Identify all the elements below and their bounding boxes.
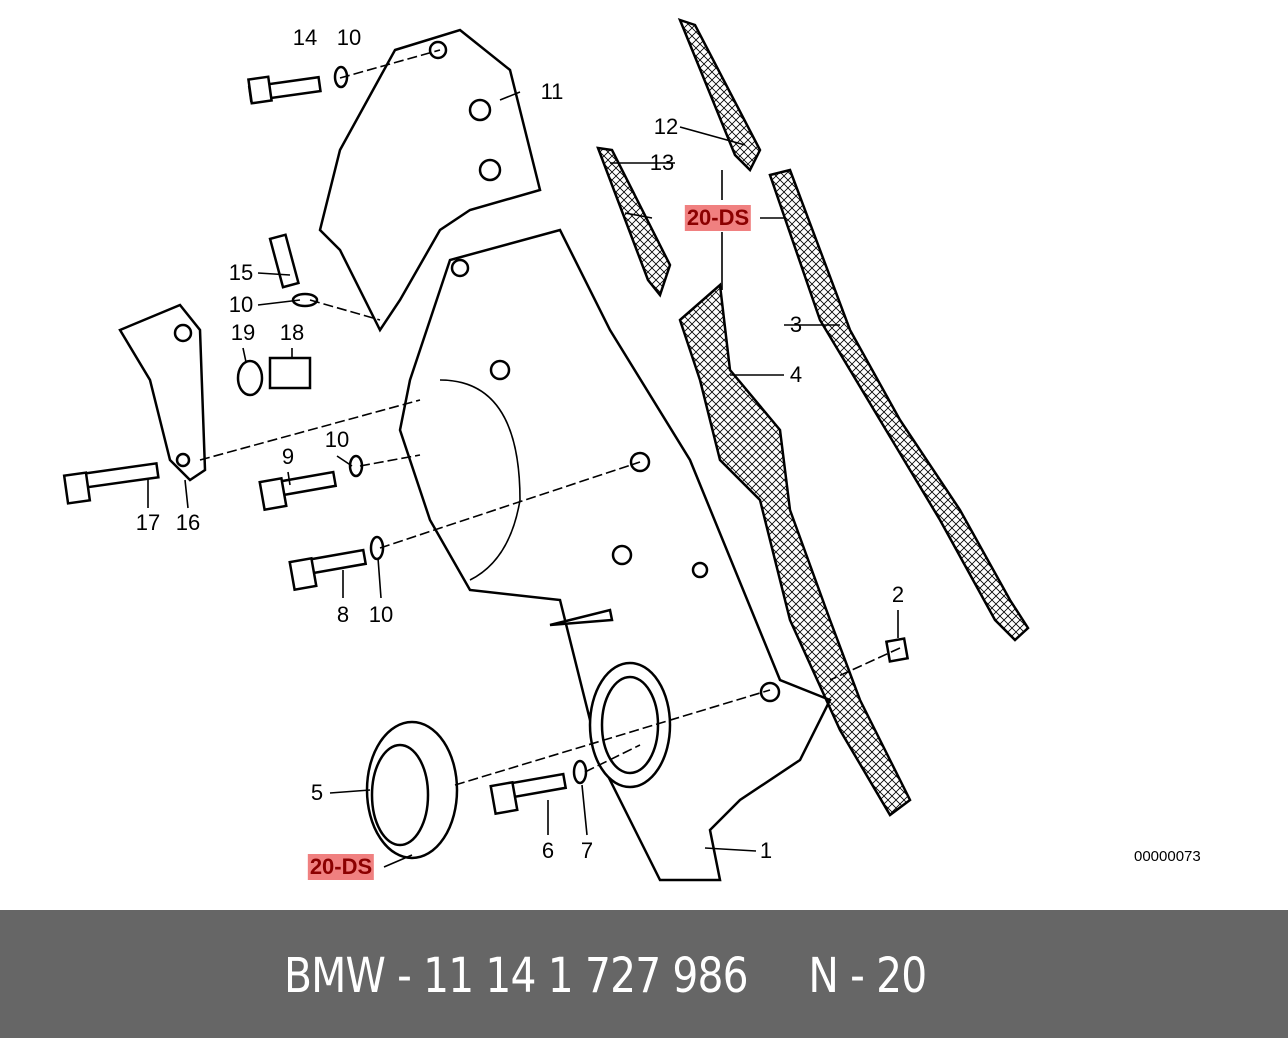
callout-4: 4 xyxy=(789,362,803,387)
footer-bar xyxy=(0,910,1288,1038)
parts-diagram: 14 10 11 12 13 20-DS 15 10 19 18 3 4 10 … xyxy=(62,17,1201,882)
part-number-caption: BMW - 11 14 1 727 986 N - 20 xyxy=(284,948,927,1004)
diagram-drawing xyxy=(62,17,1030,882)
callout-17: 17 xyxy=(135,510,161,535)
callout-2: 2 xyxy=(891,582,905,607)
callout-19: 19 xyxy=(230,320,256,345)
gasket-12 xyxy=(677,17,762,173)
gasket-4 xyxy=(678,282,912,817)
callout-6: 6 xyxy=(541,838,555,863)
callout-1: 1 xyxy=(759,838,773,863)
callout-11: 11 xyxy=(540,79,564,104)
callout-18: 18 xyxy=(279,320,305,345)
gasket-3 xyxy=(768,168,1030,642)
callout-20-ds-gasket: 20-DS xyxy=(684,205,752,231)
callout-10: 10 xyxy=(368,602,394,627)
callout-16: 16 xyxy=(175,510,201,535)
callout-20-ds-seal: 20-DS xyxy=(307,854,375,880)
bolt-14 xyxy=(247,75,322,105)
callout-10: 10 xyxy=(336,25,362,50)
callout-15: 15 xyxy=(228,260,254,285)
callout-5: 5 xyxy=(310,780,324,805)
callout-8: 8 xyxy=(336,602,350,627)
callout-13: 13 xyxy=(649,150,675,175)
callout-9: 9 xyxy=(281,444,295,469)
callout-12: 12 xyxy=(653,114,679,139)
callout-10: 10 xyxy=(228,292,254,317)
bracket-part xyxy=(118,303,207,482)
callout-14: 14 xyxy=(292,25,318,50)
callout-7: 7 xyxy=(580,838,594,863)
gasket-13 xyxy=(596,146,672,298)
callout-3: 3 xyxy=(789,312,803,337)
callout-10: 10 xyxy=(324,427,350,452)
diagram-code: 00000073 xyxy=(1134,848,1201,865)
